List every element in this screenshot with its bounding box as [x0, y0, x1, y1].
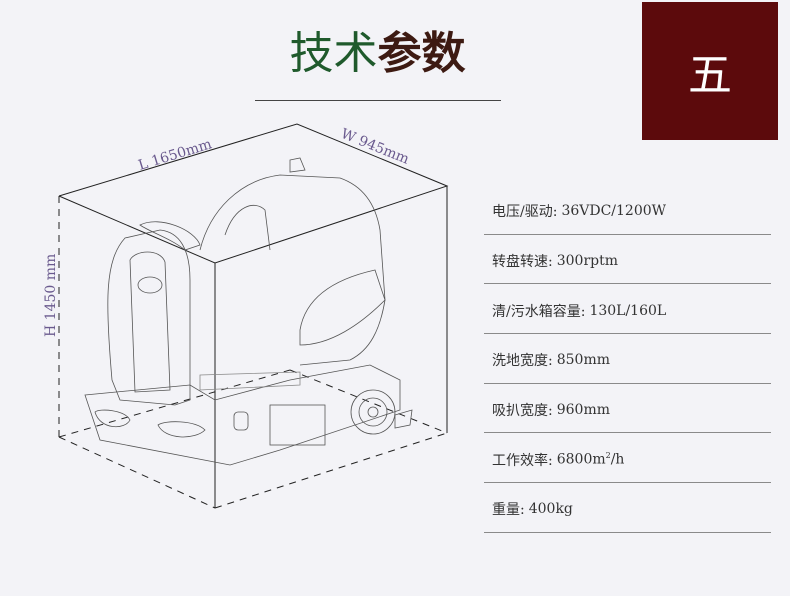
- spec-label: 洗地宽度:: [492, 353, 553, 370]
- spec-row-disc-speed: 转盘转速:300rptm: [484, 235, 771, 285]
- page-title: 技术参数: [255, 24, 500, 84]
- spec-row-squeegee-width: 吸扒宽度:960mm: [484, 384, 771, 434]
- spec-label: 清/污水箱容量:: [492, 303, 586, 320]
- spec-value-superscript: 2: [605, 451, 611, 461]
- machine-dimension-diagram: L 1650mm W 945mm H 1450 mm: [43, 123, 449, 509]
- section-number-badge: 五: [642, 2, 778, 140]
- spec-value-number: 6800m: [556, 452, 606, 469]
- spec-value: 400kg: [528, 501, 573, 518]
- height-label: H 1450 mm: [43, 254, 59, 337]
- title-underline: [255, 100, 501, 101]
- spec-label: 吸扒宽度:: [492, 403, 553, 420]
- title-part1: 技术: [289, 28, 378, 79]
- spec-label: 重量:: [492, 502, 525, 519]
- spec-row-cleaning-width: 洗地宽度:850mm: [484, 334, 771, 384]
- spec-value: 130L/160L: [589, 302, 667, 319]
- spec-value: 300rptm: [556, 253, 618, 270]
- spec-value: 960mm: [556, 402, 610, 419]
- floor-scrubber-outline: [84, 157, 413, 466]
- spec-label: 转盘转速:: [492, 254, 553, 271]
- spec-value: 36VDC/1200W: [561, 203, 667, 220]
- length-label: L 1650mm: [136, 136, 213, 174]
- spec-value: 6800m2/h: [557, 451, 625, 468]
- spec-label: 电压/驱动:: [492, 204, 558, 221]
- spec-label: 工作效率:: [492, 452, 553, 469]
- title-part2: 参数: [377, 28, 466, 79]
- spec-row-efficiency: 工作效率:6800m2/h: [484, 433, 771, 484]
- spec-row-voltage: 电压/驱动:36VDC/1200W: [484, 185, 771, 235]
- spec-value: 850mm: [556, 352, 610, 369]
- width-label: W 945mm: [339, 126, 412, 168]
- spec-list: 电压/驱动:36VDC/1200W 转盘转速:300rptm 清/污水箱容量:1…: [484, 185, 771, 533]
- spec-value-suffix: /h: [610, 452, 625, 469]
- spec-row-tank-capacity: 清/污水箱容量:130L/160L: [484, 284, 771, 335]
- spec-row-weight: 重量:400kg: [484, 483, 771, 533]
